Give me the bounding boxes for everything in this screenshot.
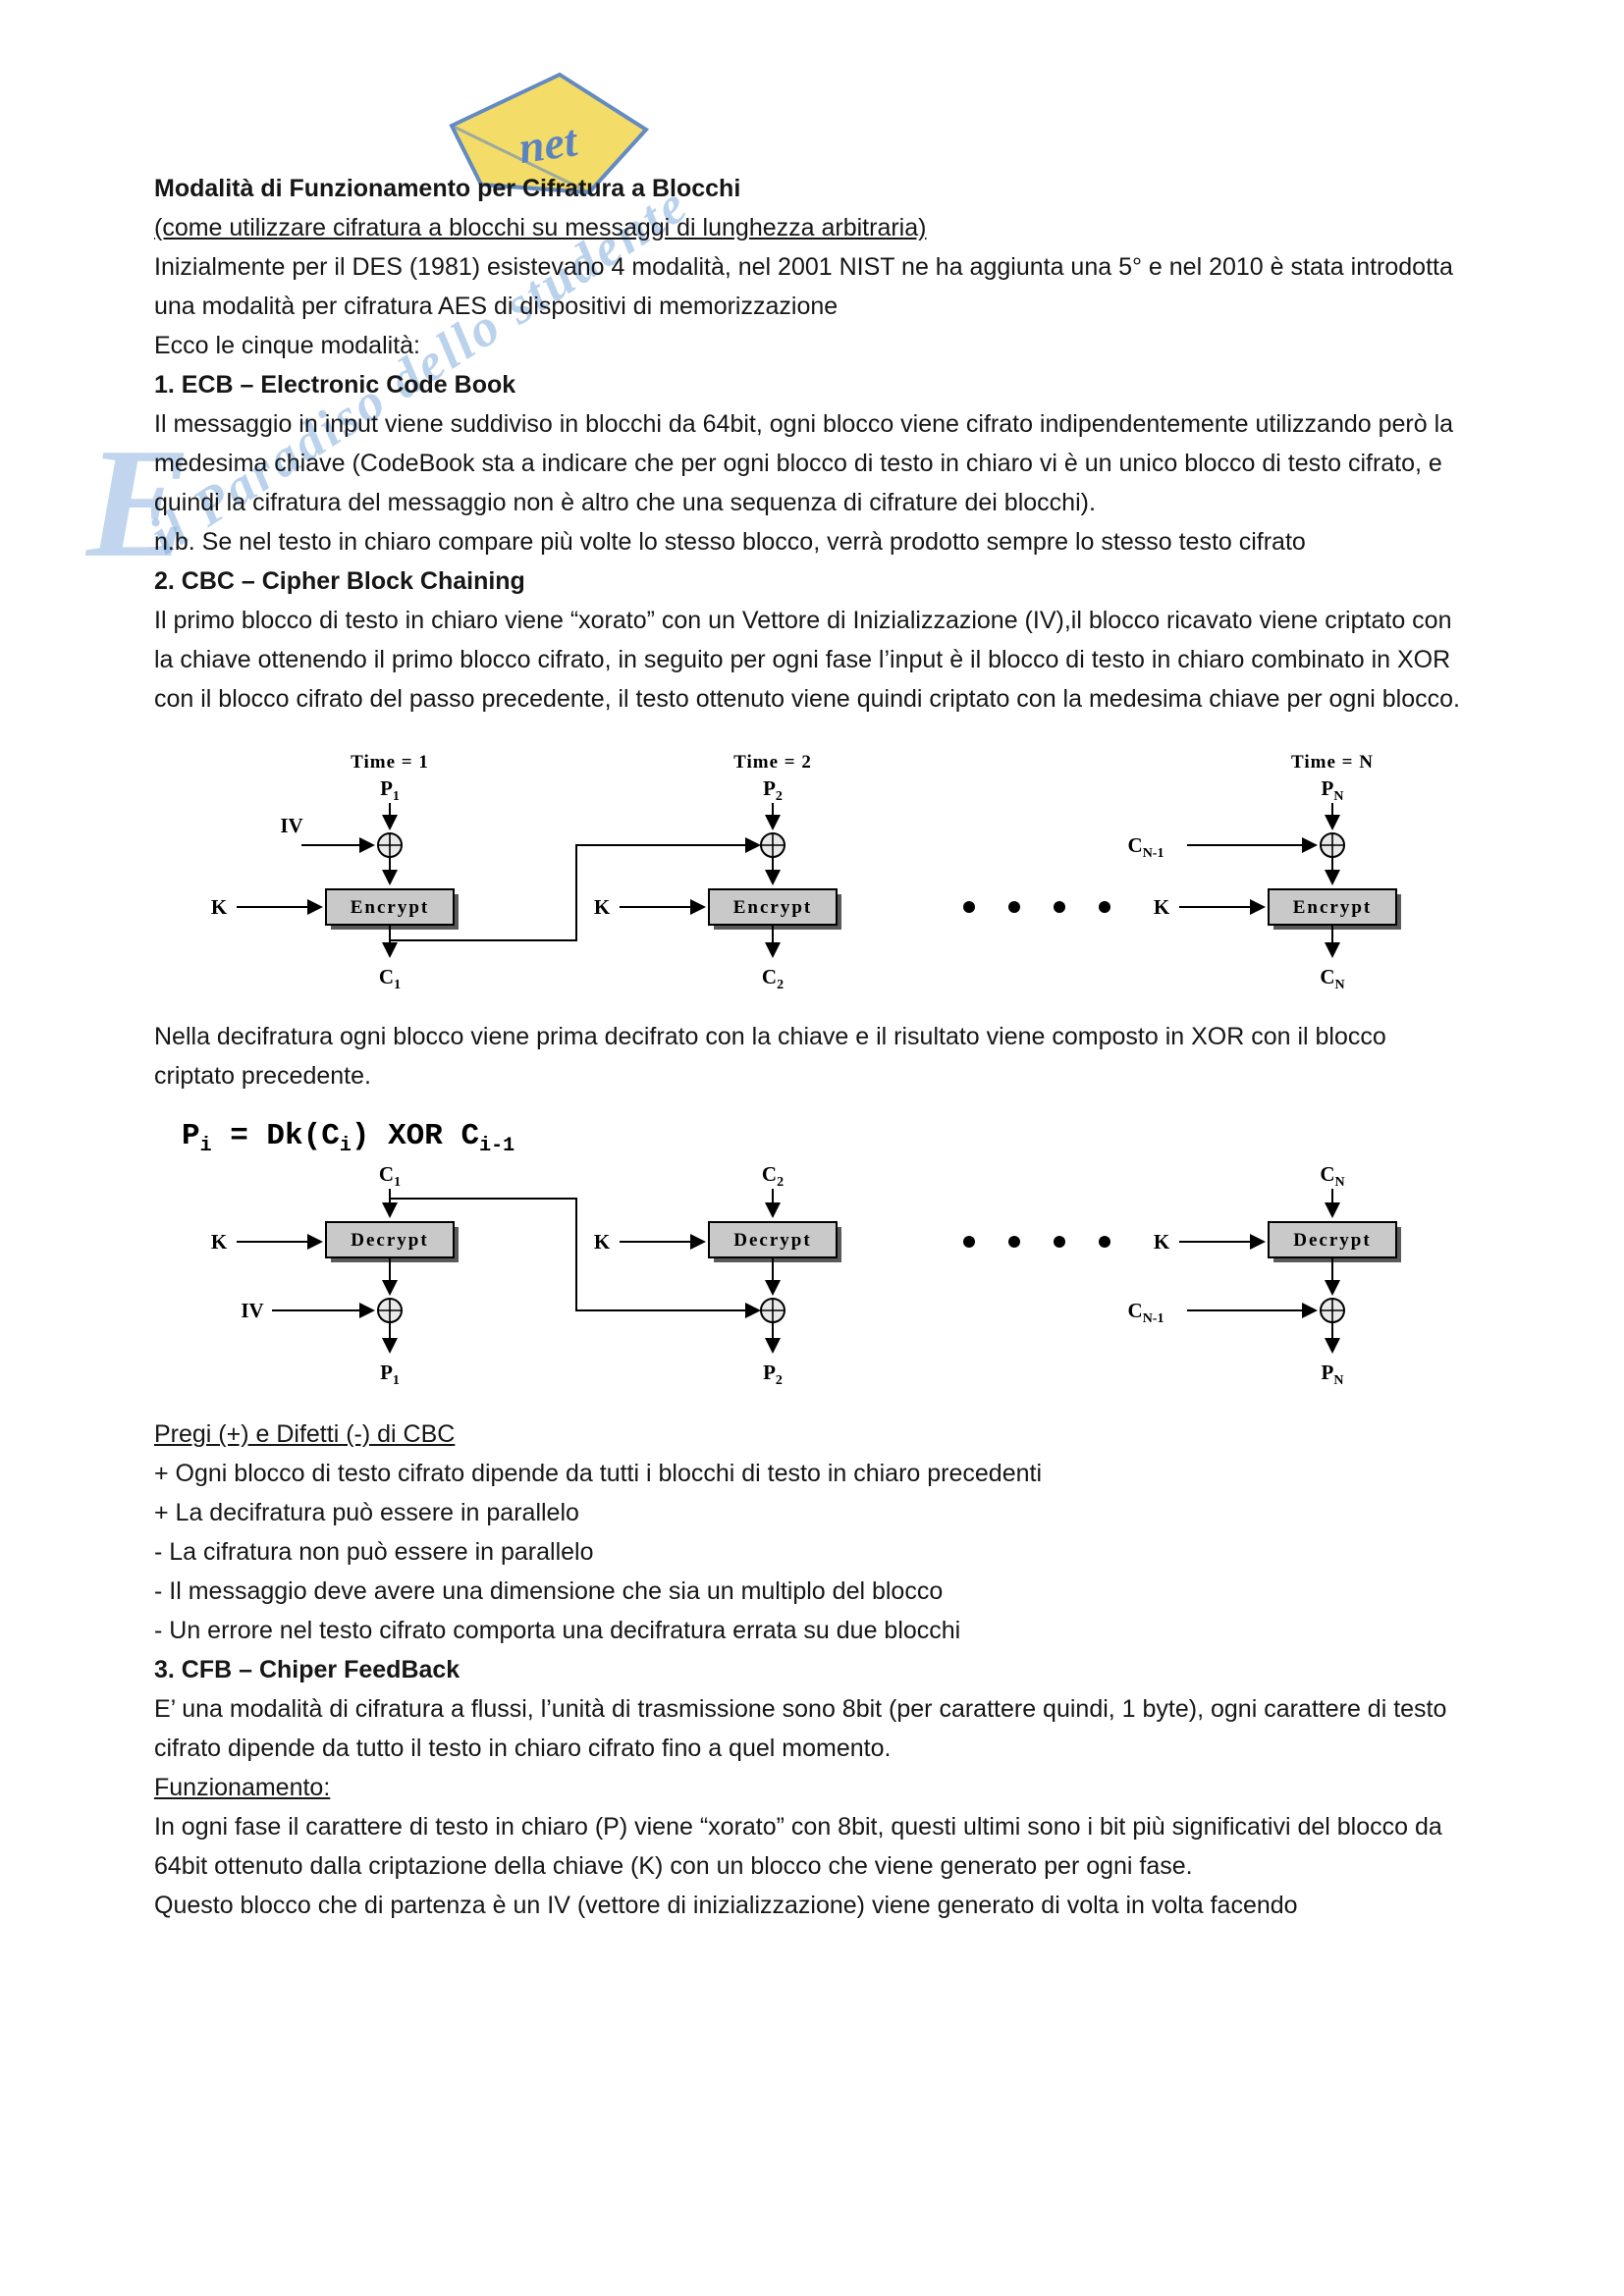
svg-text:Time = N: Time = N [1291, 752, 1374, 773]
svg-text:C2: C2 [762, 965, 784, 992]
page-subtitle: (come utilizzare cifratura a blocchi su … [154, 214, 927, 241]
cbc-decryption-diagram: C1 K Decrypt IV P1 C2 K [211, 1163, 1401, 1388]
document-page: Modalità di Funzionamento per Cifratura … [154, 175, 1460, 1920]
svg-text:P2: P2 [763, 776, 783, 804]
xor-icon [760, 832, 785, 858]
decrypt-box: Decrypt [325, 1221, 459, 1263]
svg-text:P2: P2 [763, 1361, 783, 1388]
xor-icon [377, 832, 403, 858]
paragraph-intro2: Ecco le cinque modalità: [154, 332, 420, 359]
xor-icon [760, 1298, 785, 1324]
svg-text:C1: C1 [379, 1163, 401, 1190]
prev-cipher-label: CN-1 [1128, 833, 1164, 861]
cbc-decrypt-formula: Pi = Dk(Ci) XOR Ci-1 [182, 1119, 515, 1158]
xor-icon [377, 1298, 403, 1324]
svg-text:Decrypt: Decrypt [351, 1230, 428, 1251]
key-label: K [1154, 1230, 1170, 1254]
svg-text:PN: PN [1322, 776, 1344, 804]
svg-text:CN: CN [1320, 1163, 1344, 1190]
cbc-encrypt-stage-1: Time = 1 P1 IV K Encrypt C1 [211, 752, 761, 992]
encrypt-box: Encrypt [1268, 888, 1401, 930]
paragraph-ecb-body: Il messaggio in input viene suddiviso in… [154, 410, 1454, 516]
svg-text:P1: P1 [380, 1361, 400, 1388]
page-title: Modalità di Funzionamento per Cifratura … [154, 175, 741, 202]
svg-text:Time = 2: Time = 2 [733, 752, 812, 773]
cbc-encrypt-stage-2: Time = 2 P2 K Encrypt C2 [594, 752, 841, 992]
key-label: K [211, 1230, 228, 1254]
svg-text:Encrypt: Encrypt [733, 897, 813, 918]
paragraph-cbc-body: Il primo blocco di testo in chiaro viene… [154, 607, 1460, 713]
ellipsis-dots [963, 901, 1110, 913]
cbc-encryption-diagram: Time = 1 P1 IV K Encrypt C1 Tim [211, 752, 1401, 992]
svg-text:Encrypt: Encrypt [1293, 897, 1373, 918]
list-item-pro-2: + La decifratura può essere in parallelo [154, 1499, 579, 1527]
encrypt-box: Encrypt [708, 888, 841, 930]
iv-label: IV [280, 814, 302, 837]
svg-text:Encrypt: Encrypt [351, 897, 430, 918]
paragraph-last-line: Questo blocco che di partenza è un IV (v… [154, 1892, 1298, 1920]
svg-text:Decrypt: Decrypt [1293, 1230, 1371, 1251]
xor-icon [1320, 1298, 1345, 1324]
heading-cfb: 3. CFB – Chiper FeedBack [154, 1656, 460, 1684]
iv-label: IV [241, 1299, 263, 1322]
svg-text:PN: PN [1322, 1361, 1344, 1388]
list-item-con-3: - Un errore nel testo cifrato comporta u… [154, 1617, 961, 1645]
encrypt-box: Encrypt [325, 888, 459, 930]
cbc-encrypt-stage-N: Time = N PN CN-1 K Encrypt CN [1128, 752, 1401, 992]
feedback-wire-1-2 [390, 1198, 761, 1319]
key-label: K [594, 895, 611, 919]
svg-text:C2: C2 [762, 1163, 784, 1190]
paragraph-funzionamento-body: In ogni fase il carattere di testo in ch… [154, 1813, 1442, 1881]
svg-text:CN: CN [1320, 965, 1344, 992]
prev-cipher-label: CN-1 [1128, 1299, 1164, 1326]
list-item-con-1: - La cifratura non può essere in paralle… [154, 1538, 594, 1567]
svg-text:C1: C1 [379, 965, 401, 992]
heading-cbc: 2. CBC – Cipher Block Chaining [154, 567, 525, 595]
paragraph-ecb-note: n.b. Se nel testo in chiaro compare più … [154, 528, 1306, 556]
svg-text:Time = 1: Time = 1 [351, 752, 429, 773]
list-item-con-2: - Il messaggio deve avere una dimensione… [154, 1577, 944, 1606]
key-label: K [1154, 895, 1170, 919]
paragraph-cfb-body: E’ una modalità di cifratura a flussi, l… [154, 1695, 1447, 1763]
decrypt-box: Decrypt [708, 1221, 841, 1263]
heading-pregi-difetti: Pregi (+) e Difetti (-) di CBC [154, 1420, 456, 1449]
cbc-decrypt-stage-2: C2 K Decrypt P2 [594, 1163, 841, 1388]
decrypt-box: Decrypt [1268, 1221, 1401, 1263]
heading-ecb: 1. ECB – Electronic Code Book [154, 371, 516, 399]
ellipsis-dots [963, 1236, 1110, 1249]
paragraph-cbc-decrypt: Nella decifratura ogni blocco viene prim… [154, 1023, 1386, 1090]
svg-text:Decrypt: Decrypt [733, 1230, 811, 1251]
paragraph-intro: Inizialmente per il DES (1981) esistevan… [154, 253, 1453, 320]
heading-funzionamento: Funzionamento: [154, 1774, 331, 1802]
feedback-wire-1-2 [390, 837, 761, 941]
cbc-decrypt-stage-1: C1 K Decrypt IV P1 [211, 1163, 761, 1388]
svg-text:P1: P1 [380, 776, 400, 804]
list-item-pro-1: + Ogni blocco di testo cifrato dipende d… [154, 1460, 1043, 1488]
cbc-decrypt-stage-N: CN K Decrypt CN-1 PN [1128, 1163, 1401, 1388]
key-label: K [594, 1230, 611, 1254]
xor-icon [1320, 832, 1345, 858]
key-label: K [211, 895, 228, 919]
